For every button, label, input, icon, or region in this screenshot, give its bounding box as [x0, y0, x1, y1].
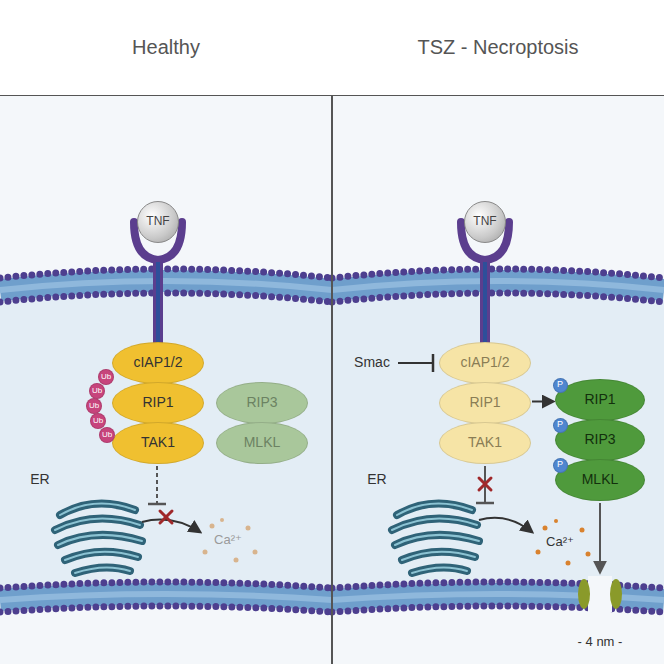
translocation-arrow [599, 503, 601, 572]
node-text: P [557, 420, 563, 430]
phospho-circle: P [553, 418, 568, 433]
ligand-circle: TNF [464, 201, 506, 243]
node-text: TNF [146, 215, 169, 228]
inactive-protein-oval: TAK1 [439, 422, 531, 464]
node-text: Ub [101, 373, 111, 382]
ubiquitin-circle: Ub [89, 383, 105, 399]
node-text: Ub [93, 417, 103, 426]
block-cross [160, 511, 172, 523]
calcium-dots [203, 518, 258, 563]
node-text: cIAP1/2 [133, 355, 182, 370]
node-text: TAK1 [141, 435, 175, 450]
activation-arrow [532, 401, 553, 403]
inactive-protein-oval: MLKL [216, 422, 308, 464]
phospho-circle: P [553, 458, 568, 473]
node-text: TNF [473, 215, 496, 228]
calcium-dots [536, 519, 591, 566]
panel-header: TSZ - Necroptosis [332, 0, 664, 95]
er-shape [392, 504, 479, 573]
inhibition-bar [148, 503, 166, 506]
protein-oval: RIP1 [112, 382, 204, 424]
panel-divider [331, 0, 333, 664]
protein-oval: TAK1 [112, 422, 204, 464]
ligand-circle: TNF [137, 201, 179, 243]
node-text: TAK1 [468, 435, 502, 450]
node-text: Ub [92, 387, 102, 396]
inhibition-bar [476, 502, 494, 505]
inhibition-line [398, 362, 432, 364]
node-text: Healthy [132, 36, 200, 58]
node-text: RIP3 [246, 395, 277, 410]
inactive-protein-oval: RIP1 [439, 382, 531, 424]
ubiquitin-circle: Ub [86, 398, 102, 414]
node-text: RIP1 [142, 395, 173, 410]
node-text: RIP1 [469, 395, 500, 410]
ubiquitin-circle: Ub [98, 369, 114, 385]
release-arrow [479, 518, 532, 532]
active-protein-oval: RIP1 [555, 379, 645, 421]
node-text: MLKL [582, 472, 619, 487]
organelle-label: ER [30, 472, 49, 487]
inhibition-bar [432, 354, 435, 372]
right-cell [332, 95, 664, 664]
node-text: RIP1 [584, 392, 615, 407]
node-text: RIP3 [584, 432, 615, 447]
panel-header: Healthy [0, 0, 332, 95]
node-text: MLKL [244, 435, 281, 450]
inactive-protein-oval: RIP3 [216, 382, 308, 424]
ion-label: Ca²⁺ [214, 533, 242, 547]
phospho-circle: P [553, 378, 568, 393]
node-text: Ub [89, 402, 99, 411]
active-protein-oval: MLKL [555, 459, 645, 501]
inhibitor-label: Smac [354, 355, 390, 370]
ion-label: Ca²⁺ [546, 535, 574, 549]
node-text: P [557, 460, 563, 470]
node-text: TSZ - Necroptosis [417, 36, 578, 58]
node-text: P [557, 380, 563, 390]
mlkl-pore [578, 576, 622, 612]
ubiquitin-circle: Ub [99, 427, 115, 443]
organelle-label: ER [367, 472, 386, 487]
protein-oval: cIAP1/2 [112, 342, 204, 384]
active-protein-oval: RIP3 [555, 419, 645, 461]
left-cell [0, 95, 332, 664]
block-cross [479, 478, 491, 490]
node-text: Ub [102, 431, 112, 440]
inhibition-line [156, 466, 158, 503]
dimension-label: - 4 nm - [578, 635, 623, 649]
node-text: cIAP1/2 [460, 355, 509, 370]
er-shape [55, 504, 142, 573]
inactive-protein-oval: cIAP1/2 [439, 342, 531, 384]
